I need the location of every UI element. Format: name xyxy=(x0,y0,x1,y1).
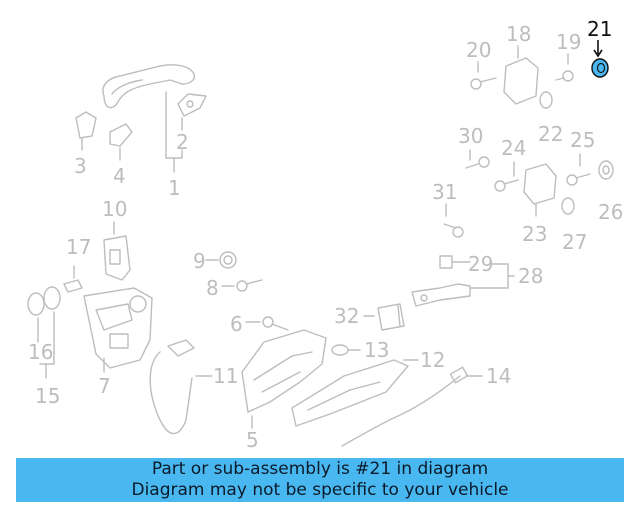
part-20-bolt[interactable] xyxy=(470,61,497,90)
callout-26: 26 xyxy=(598,200,624,224)
callout-25: 25 xyxy=(570,128,596,152)
callout-16: 16 xyxy=(28,340,54,364)
part-23-lower-hinge[interactable] xyxy=(523,163,557,217)
callout-4: 4 xyxy=(113,164,126,188)
callout-3: 3 xyxy=(74,154,87,178)
part-28-29-check-strap[interactable] xyxy=(411,255,515,307)
callout-9: 9 xyxy=(193,249,206,273)
part-31-bolt[interactable] xyxy=(443,203,464,238)
part-24-bolt[interactable] xyxy=(494,161,519,192)
part-9-nut[interactable] xyxy=(205,251,237,269)
callout-21: 21 xyxy=(587,17,613,41)
part-11-cable[interactable] xyxy=(149,339,213,435)
banner-line-2: Diagram may not be specific to your vehi… xyxy=(131,480,509,500)
part-1-outer-handle[interactable] xyxy=(102,64,196,173)
callout-6: 6 xyxy=(230,312,243,336)
callout-13: 13 xyxy=(364,338,390,362)
part-19-bolt[interactable] xyxy=(555,53,574,82)
part-17-screw[interactable] xyxy=(63,265,83,293)
part-21-highlighted[interactable] xyxy=(591,40,609,78)
part-7-latch[interactable] xyxy=(83,287,153,373)
part-30-bolt[interactable] xyxy=(465,149,490,169)
callout-22: 22 xyxy=(538,122,564,146)
callout-5: 5 xyxy=(246,428,259,452)
part-5-handle-carrier[interactable] xyxy=(241,329,327,429)
callout-1: 1 xyxy=(168,176,181,200)
callout-30: 30 xyxy=(458,124,484,148)
part-8-bolt[interactable] xyxy=(221,279,263,292)
part-10-lock-cylinder[interactable] xyxy=(103,221,131,281)
callout-20: 20 xyxy=(466,38,492,62)
part-32-stop[interactable] xyxy=(363,303,405,331)
callout-29: 29 xyxy=(468,252,494,276)
part-26-bushing[interactable] xyxy=(598,160,614,180)
part-3-handle-insert[interactable] xyxy=(75,111,97,151)
callout-18: 18 xyxy=(506,22,532,46)
callout-15: 15 xyxy=(35,384,61,408)
part-18-upper-hinge[interactable] xyxy=(503,45,539,105)
callout-31: 31 xyxy=(432,180,458,204)
callout-19: 19 xyxy=(556,30,582,54)
callout-14: 14 xyxy=(486,364,512,388)
callout-27: 27 xyxy=(562,230,588,254)
callout-17: 17 xyxy=(66,235,92,259)
part-15-16-fasteners[interactable] xyxy=(27,286,61,379)
callout-7: 7 xyxy=(98,374,111,398)
part-4-trim[interactable] xyxy=(109,123,133,161)
part-14-rod[interactable] xyxy=(341,366,483,447)
callout-12: 12 xyxy=(420,348,446,372)
callout-8: 8 xyxy=(206,276,219,300)
part-25-bolt[interactable] xyxy=(566,153,591,186)
info-banner: Part or sub-assembly is #21 in diagram D… xyxy=(16,458,624,502)
callout-32: 32 xyxy=(334,304,360,328)
part-27-bushing[interactable] xyxy=(561,197,575,215)
callout-28: 28 xyxy=(518,264,544,288)
callout-11: 11 xyxy=(213,364,239,388)
part-2-handle-cap[interactable] xyxy=(177,93,207,131)
callout-10: 10 xyxy=(102,197,128,221)
part-22-bushing[interactable] xyxy=(539,91,553,109)
callout-2: 2 xyxy=(176,130,189,154)
callout-23: 23 xyxy=(522,222,548,246)
callout-24: 24 xyxy=(501,136,527,160)
part-6-screw[interactable] xyxy=(245,316,289,331)
banner-line-1: Part or sub-assembly is #21 in diagram xyxy=(151,459,489,479)
part-13-washer[interactable] xyxy=(331,344,361,356)
part-12-reinforcement[interactable] xyxy=(291,359,419,427)
